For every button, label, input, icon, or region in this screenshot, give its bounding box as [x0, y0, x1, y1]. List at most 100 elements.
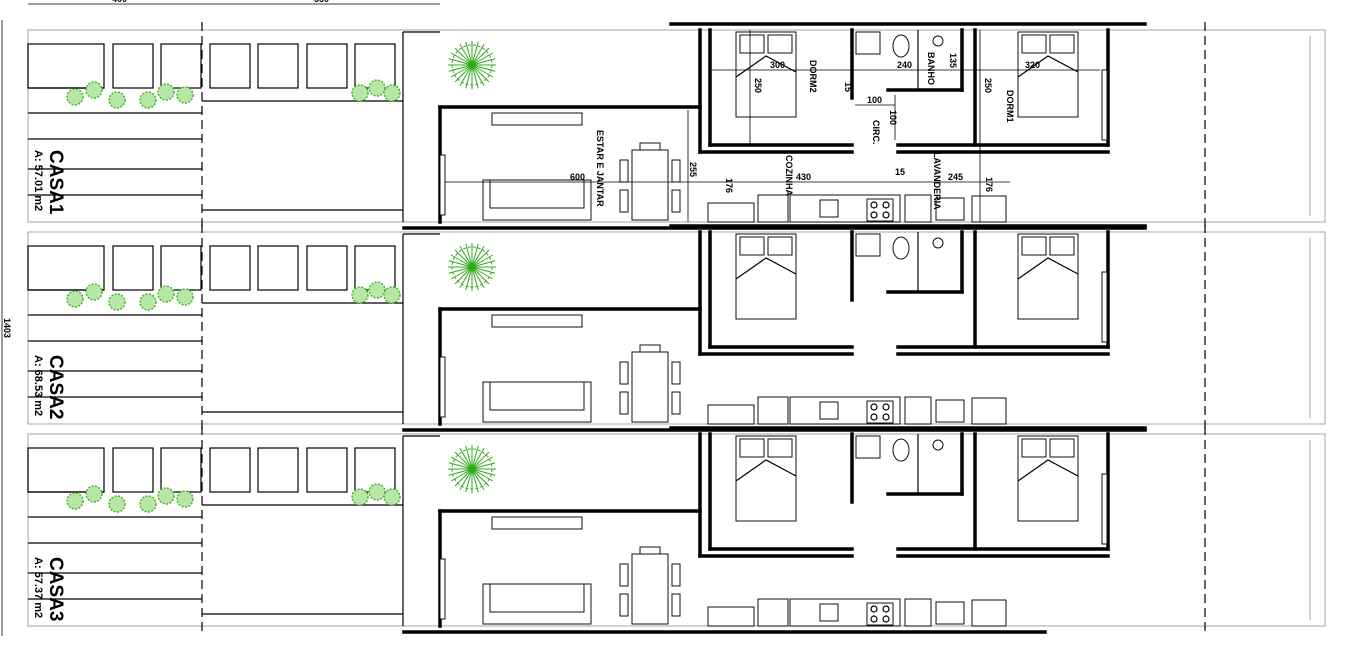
dim-label: 600 [570, 172, 585, 182]
burner [870, 201, 878, 209]
lot-outline [27, 29, 1326, 223]
chair [671, 189, 681, 213]
shrub-icon [85, 485, 103, 503]
cabinet [707, 404, 755, 425]
pillow [1021, 34, 1047, 54]
top-dimension: 400 550 [28, 0, 440, 5]
parking-space [112, 447, 154, 493]
tree-branch [471, 462, 496, 470]
tree-branch [471, 243, 479, 268]
room-label-circ: CIRC. [871, 120, 881, 145]
stove [866, 602, 894, 626]
tree-branch [459, 43, 473, 66]
dim-top-left: 400 [112, 0, 127, 4]
shrub-icon [383, 488, 401, 506]
water-heater [971, 599, 1007, 627]
parking-space [27, 245, 105, 291]
laundry-tank-icon [935, 197, 965, 221]
tree-branch [471, 445, 479, 470]
toilet-icon [892, 34, 910, 58]
fridge-icon [757, 194, 789, 223]
pillow [767, 438, 793, 458]
shrub-icon [157, 285, 175, 303]
bed-icon [735, 233, 797, 320]
tree-canopy [451, 246, 493, 288]
washer-icon [904, 396, 932, 425]
dining-table-icon [619, 142, 681, 221]
parking-space [257, 447, 299, 493]
parking-space [27, 43, 105, 89]
dim-label: 430 [796, 172, 811, 182]
chair [639, 344, 661, 353]
parking-space [112, 43, 154, 89]
tree-branch [471, 52, 494, 66]
fridge-icon [757, 396, 789, 425]
window [1101, 473, 1108, 545]
stove [866, 198, 894, 222]
stove-icon [866, 400, 894, 424]
bed-sheet [735, 257, 797, 280]
burner [882, 211, 890, 219]
dimension-labels: 600 255 176 430 15 245 176 300 250 15 10… [570, 53, 1040, 193]
shrub-icon [351, 488, 369, 506]
shrub-icon [66, 88, 84, 106]
shower-icon [932, 439, 944, 451]
burner [882, 201, 890, 209]
chair [671, 159, 681, 183]
tree-branch [471, 456, 494, 470]
window [491, 516, 583, 530]
shrub-icon [157, 487, 175, 505]
tree-branch [459, 447, 473, 470]
dim-top-right: 550 [314, 0, 329, 4]
house-area: A: 57.37 m2 [32, 557, 44, 618]
burner [870, 211, 878, 219]
bed-icon [1017, 435, 1079, 522]
window [1101, 69, 1108, 141]
house-label-casa2: CASA2 A: 68.53 m2 [32, 355, 66, 419]
stove-icon [866, 198, 894, 222]
tree-branch [465, 243, 473, 268]
parking-space [160, 447, 202, 493]
stove-icon [866, 602, 894, 626]
kitchen-sink-icon [819, 199, 839, 218]
water-heater [971, 397, 1007, 425]
parking-space [257, 43, 299, 89]
kitchen-sink-icon [819, 401, 839, 420]
tree-icon [448, 445, 496, 493]
room-label-cozinha: COZINHA [784, 155, 794, 196]
dim-label: 300 [770, 60, 785, 70]
tree-branch [471, 451, 490, 470]
shrub-icon [368, 79, 386, 97]
bed-icon [1017, 233, 1079, 320]
house-label-casa1: CASA1 A: 57.01 m2 [32, 150, 66, 215]
chair [639, 546, 661, 555]
house-area: A: 57.01 m2 [32, 150, 44, 211]
chair [619, 361, 629, 385]
dim-label: 320 [1025, 60, 1040, 70]
unit-casa2 [27, 224, 1326, 432]
pillow [767, 34, 793, 54]
unit-casa1 [27, 22, 1326, 230]
unit-casa3 [27, 426, 1326, 634]
bed-icon [735, 435, 797, 522]
pillow [1021, 236, 1047, 256]
window [439, 154, 446, 216]
tree-branch [465, 41, 473, 66]
tree-branch [471, 254, 494, 268]
cabinet [707, 202, 755, 223]
washer-icon [904, 194, 932, 223]
dim-label: 100 [888, 110, 898, 125]
tree-branch [465, 445, 473, 470]
shrub-icon [139, 91, 157, 109]
parking-space [306, 245, 348, 291]
fridge-icon [757, 598, 789, 627]
pillow [739, 438, 765, 458]
bed-icon [735, 31, 797, 118]
room-label-banho: BANHO [926, 52, 936, 85]
burner [882, 403, 890, 411]
burner [882, 615, 890, 623]
table [631, 149, 669, 221]
burner [870, 403, 878, 411]
bed-sheet [735, 459, 797, 482]
